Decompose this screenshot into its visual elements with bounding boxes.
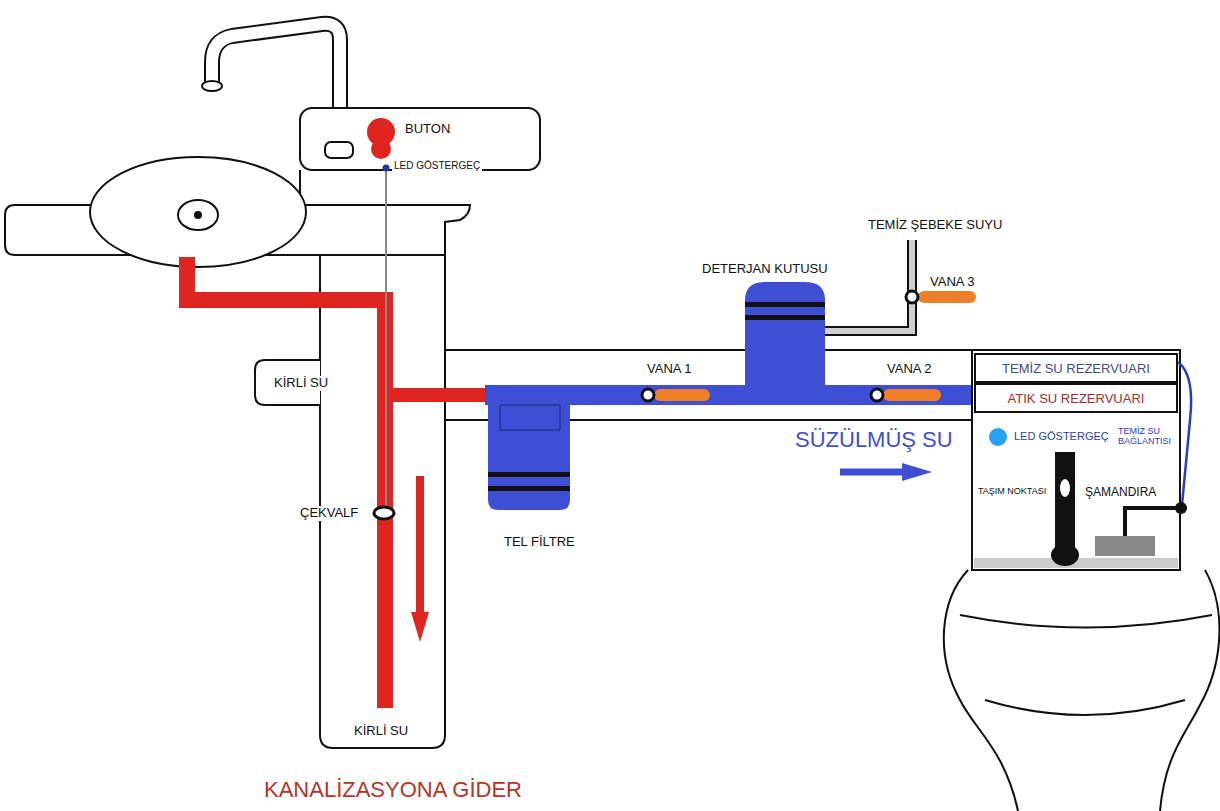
flow-arrow (416, 476, 424, 615)
part-label: LED GÖSTERGEÇ (1012, 430, 1111, 443)
flush-valve (1051, 544, 1079, 566)
wire-filter (500, 405, 560, 430)
flow-arrow (840, 469, 905, 476)
toilet-bowl (944, 570, 1220, 811)
float-arm (1125, 508, 1181, 538)
part-label: VANA 1 (645, 362, 694, 377)
check-valve (374, 507, 394, 519)
flush-rod (1060, 479, 1070, 497)
part-label: ŞAMANDIRA (1083, 486, 1158, 500)
flow-arrow (411, 612, 429, 642)
signal-wire (385, 170, 387, 506)
part-label: DETERJAN KUTUSU (700, 262, 830, 277)
valve (871, 389, 883, 401)
mains-pipe (825, 240, 912, 331)
part-label: TEL FİLTRE (502, 535, 577, 550)
dirty-water-pipe (385, 388, 488, 402)
part-label: LED GÖSTERGEÇ (392, 160, 482, 172)
part-label: KİRLİ SU (352, 724, 410, 739)
detergent-box (745, 315, 825, 320)
valve (642, 389, 654, 401)
wire-filter (488, 486, 570, 491)
button (371, 139, 391, 159)
detergent-box (745, 302, 825, 307)
valve-handle (883, 389, 941, 401)
toilet-bowl (985, 700, 1185, 715)
valve-handle (654, 389, 710, 401)
flow-arrow (902, 463, 932, 481)
wire-filter (488, 472, 570, 477)
part-label: TEMİZ SU BAĞLANTISI (1116, 426, 1180, 447)
led (989, 428, 1007, 446)
reservoir-band: TEMİZ SU REZERVUARI (974, 353, 1178, 383)
part-label: SÜZÜLMÜŞ SU (793, 427, 955, 452)
sink-basin (90, 157, 306, 267)
toilet-lid (960, 615, 1212, 628)
toilet-tank (972, 350, 1180, 570)
float (1095, 536, 1155, 556)
wire-filter (488, 385, 570, 510)
clean-water-line (1178, 362, 1191, 505)
band-text: ATIK SU REZERVUARI (1008, 391, 1145, 406)
drain (178, 200, 218, 230)
led (383, 165, 390, 172)
mains-pipe (825, 240, 912, 331)
detergent-box (745, 282, 825, 385)
drain (194, 211, 202, 219)
part-label: VANA 3 (928, 275, 977, 290)
part-label: BUTON (403, 122, 452, 137)
valve (906, 291, 918, 303)
reservoir-band: ATIK SU REZERVUARI (974, 383, 1178, 413)
dirty-water-pipe (187, 257, 385, 708)
part-label: TAŞIM NOKTASI (976, 486, 1048, 496)
flush-rod (1055, 452, 1075, 552)
part-label: KİRLİ SU (272, 376, 330, 391)
faucet-mouth (202, 81, 222, 91)
part-label: KANALİZASYONA GİDER (262, 777, 524, 802)
faucet-base (325, 142, 353, 158)
part-label: ÇEKVALF (298, 506, 360, 521)
band-text: TEMİZ SU REZERVUARI (1002, 361, 1150, 376)
part-label: TEMİZ ŞEBEKE SUYU (866, 218, 1004, 233)
valve-handle (918, 291, 976, 303)
part-label: VANA 2 (885, 362, 934, 377)
